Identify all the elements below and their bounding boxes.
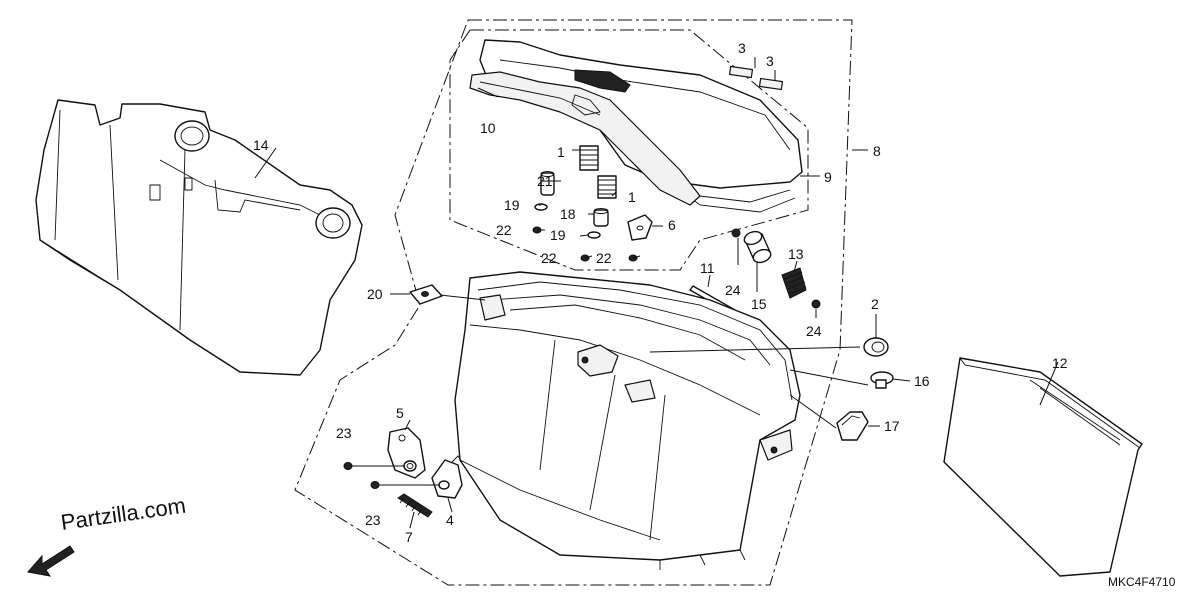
callout-17: 17 [884, 418, 900, 434]
callout-22-c: 22 [596, 250, 612, 266]
front-arrow-icon [27, 545, 75, 577]
part-5-latch-plate [387, 427, 426, 479]
part-10-lid-inner-frame [469, 69, 701, 206]
callout-16: 16 [914, 373, 930, 389]
callout-18: 18 [560, 206, 576, 222]
part-19-washer-upper [534, 203, 548, 211]
diagram-code: MKC4F4710 [1108, 575, 1176, 589]
callout-4: 4 [446, 512, 454, 528]
callout-6: 6 [668, 217, 676, 233]
assembly-boundary-8 [294, 19, 853, 586]
leader-lines [254, 57, 1059, 529]
callout-8: 8 [873, 143, 881, 159]
callout-23-lower: 23 [365, 512, 381, 528]
watermark: Partzilla.com [59, 493, 187, 535]
part-6-hook [627, 214, 653, 241]
part-12-side-panel [943, 357, 1143, 577]
part-9-seat-lid [479, 39, 803, 213]
part-13-spring [781, 267, 807, 299]
part-24-nut-lower [811, 299, 821, 309]
callout-3-left: 3 [738, 40, 746, 56]
callout-15: 15 [751, 296, 767, 312]
part-15-collar [743, 230, 772, 264]
part-1-spring-upper [579, 145, 599, 171]
callout-19-upper: 19 [504, 197, 520, 213]
part-22-screw-c [628, 254, 641, 262]
callout-24-upper: 24 [725, 282, 741, 298]
callout-14: 14 [253, 137, 269, 153]
part-21-collar [540, 171, 555, 196]
part-19-washer-lower [587, 231, 601, 239]
callout-23-upper: 23 [336, 425, 352, 441]
part-23-screw-lower [370, 481, 440, 489]
part-23-screw-upper [343, 462, 405, 470]
callout-1-lower: 1 [628, 189, 636, 205]
part-14-side-cover [35, 99, 363, 376]
callout-22-b: 22 [541, 250, 557, 266]
callout-21: 21 [537, 173, 553, 189]
callout-13: 13 [788, 246, 804, 262]
callout-7: 7 [405, 529, 413, 545]
callout-24-lower: 24 [806, 323, 822, 339]
part-3-tape-right [758, 77, 784, 91]
callout-20: 20 [367, 286, 383, 302]
callout-11: 11 [700, 260, 715, 276]
part-7-spring [397, 493, 433, 518]
callout-3-right: 3 [766, 53, 774, 69]
part-24-nut-upper [731, 228, 741, 238]
part-4-latch-lever [431, 455, 463, 499]
callout-labels: 3 3 10 1 8 9 21 1 19 18 6 22 19 22 22 14… [253, 40, 1068, 545]
callout-10: 10 [480, 120, 496, 136]
callout-2: 2 [871, 296, 879, 312]
subassembly-boundary-9 [449, 29, 809, 271]
part-2-grommet [863, 337, 889, 357]
part-18-collar [593, 208, 609, 227]
part-16-grommet [870, 371, 894, 389]
part-1-spring-lower [597, 175, 617, 199]
callout-12: 12 [1052, 355, 1068, 371]
callout-22-a: 22 [496, 222, 512, 238]
callout-5: 5 [396, 405, 404, 421]
part-17-rubber-pad [836, 411, 869, 441]
part-22-screw-b [580, 254, 593, 262]
callout-1-upper: 1 [557, 144, 565, 160]
callout-9: 9 [824, 169, 832, 185]
part-22-screw-a [532, 226, 545, 234]
part-20-clip [409, 284, 443, 305]
callout-19-lower: 19 [550, 227, 566, 243]
part-8-storage-box [454, 271, 801, 570]
part-3-tape-left [728, 65, 754, 79]
